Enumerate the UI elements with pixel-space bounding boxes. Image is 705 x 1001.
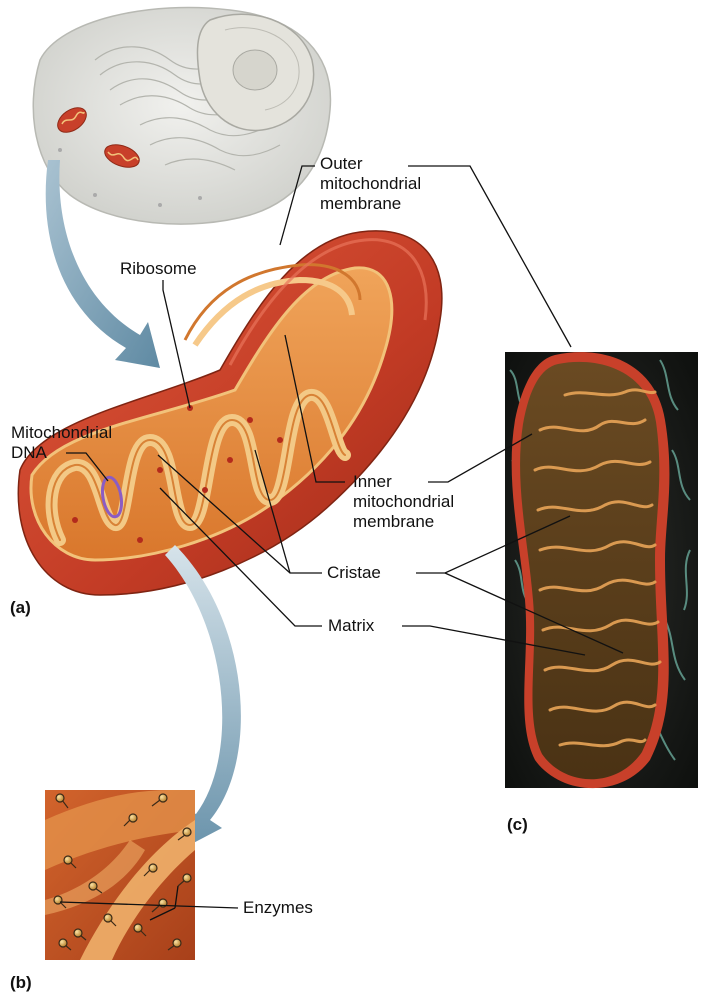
label-outer-membrane-line3: membrane bbox=[320, 194, 421, 214]
label-outer-membrane-line2: mitochondrial bbox=[320, 174, 421, 194]
panel-label-a: (a) bbox=[10, 598, 31, 618]
label-inner-membrane: Inner mitochondrial membrane bbox=[353, 472, 454, 532]
electron-micrograph bbox=[505, 352, 698, 788]
label-outer-membrane: Outer mitochondrial membrane bbox=[320, 154, 421, 214]
enzymes-closeup bbox=[45, 790, 195, 960]
cell-illustration bbox=[33, 7, 330, 224]
label-outer-membrane-line1: Outer bbox=[320, 154, 421, 174]
label-cristae: Cristae bbox=[327, 563, 381, 583]
panel-label-b: (b) bbox=[10, 973, 32, 993]
label-mtdna-line1: Mitochondrial bbox=[11, 423, 112, 443]
label-ribosome: Ribosome bbox=[120, 259, 197, 279]
label-inner-membrane-line3: membrane bbox=[353, 512, 454, 532]
label-inner-membrane-line1: Inner bbox=[353, 472, 454, 492]
panel-label-c: (c) bbox=[507, 815, 528, 835]
label-mitochondrial-dna: Mitochondrial DNA bbox=[11, 423, 112, 463]
label-inner-membrane-line2: mitochondrial bbox=[353, 492, 454, 512]
label-enzymes: Enzymes bbox=[243, 898, 313, 918]
label-matrix: Matrix bbox=[328, 616, 374, 636]
label-mtdna-line2: DNA bbox=[11, 443, 112, 463]
